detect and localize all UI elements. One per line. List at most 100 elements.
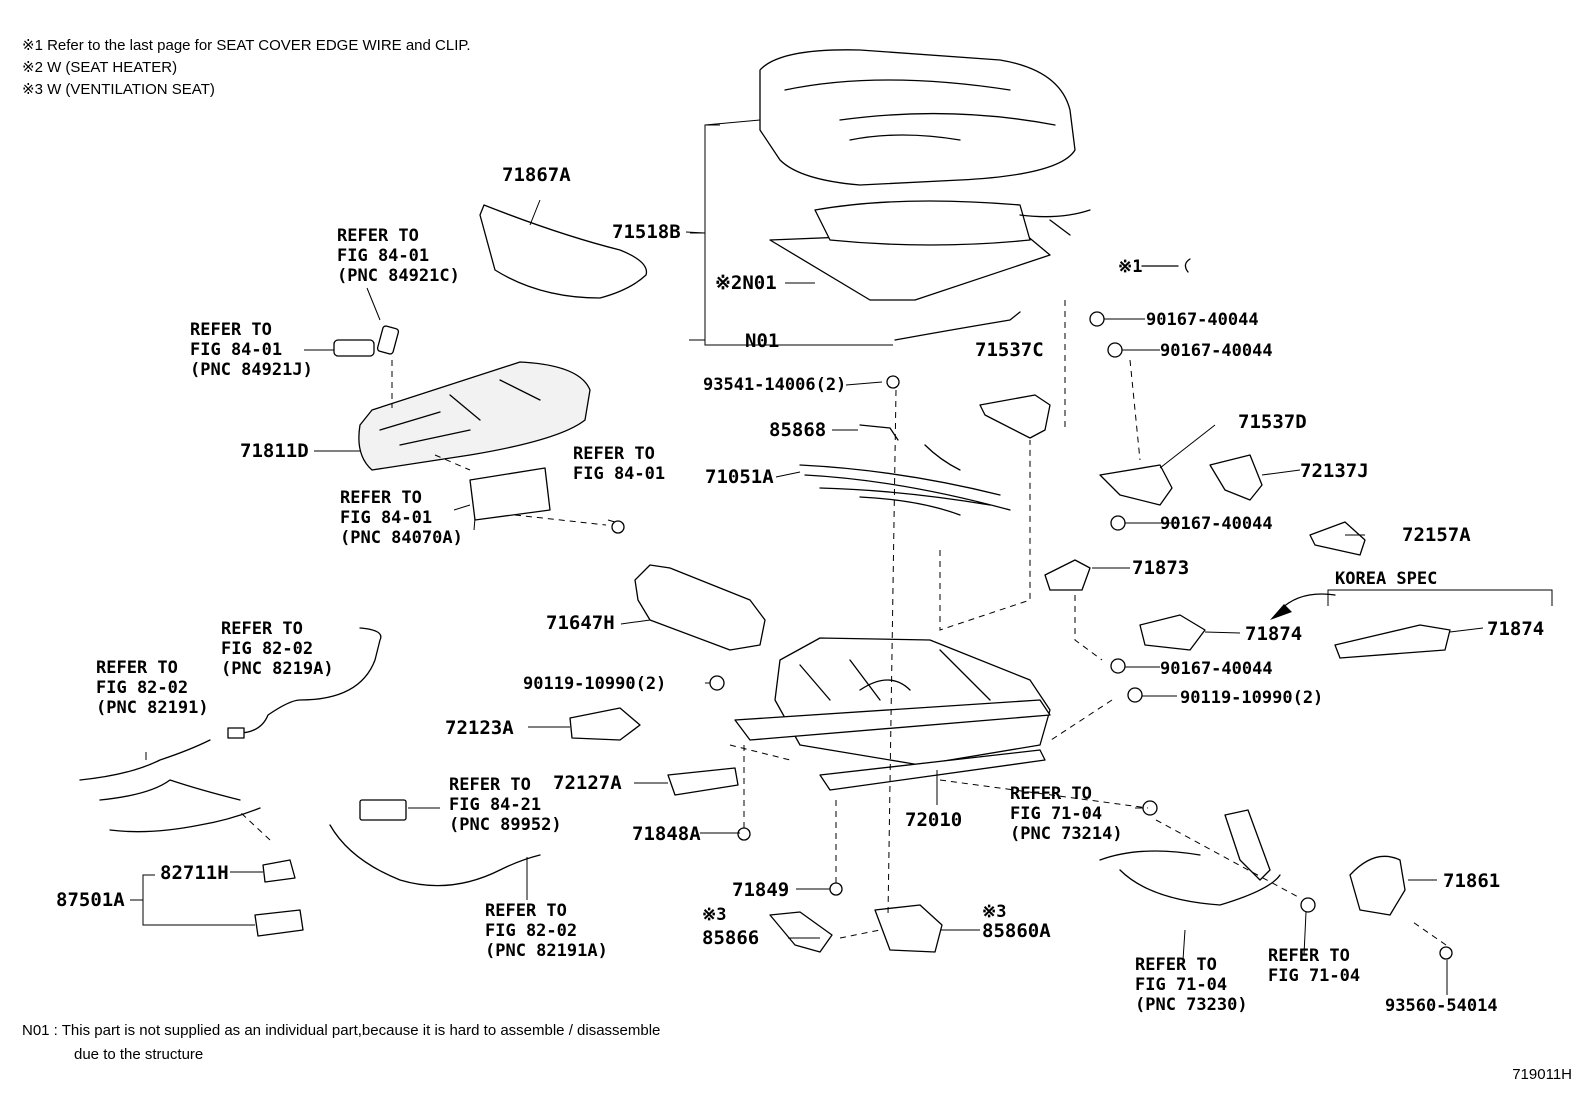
label-90119-a: 90119-10990(2)	[523, 674, 666, 694]
figure-id: 719011H	[1512, 1066, 1572, 1083]
svg-text:FIG 84-21: FIG 84-21	[449, 795, 541, 815]
seatbelt-wire-73230[interactable]	[1099, 809, 1281, 906]
svg-text:(PNC 84070A): (PNC 84070A)	[340, 528, 463, 548]
switch-knob-84921c[interactable]	[376, 325, 400, 355]
wire-harness-8219a[interactable]	[227, 627, 382, 739]
nut-73214[interactable]	[1142, 800, 1158, 816]
bracket-71873[interactable]	[1044, 559, 1091, 591]
nut-71-04[interactable]	[1300, 897, 1316, 913]
svg-text:(PNC 84921J): (PNC 84921J)	[190, 360, 313, 380]
svg-text:FIG 71-04: FIG 71-04	[1135, 975, 1227, 995]
label-85860a: 85860A	[982, 920, 1051, 942]
label-90167-d: 90167-40044	[1160, 659, 1273, 679]
refer-71-04[interactable]: REFER TO FIG 71-04	[1268, 946, 1360, 986]
seat-heater-pad[interactable]	[769, 200, 1091, 301]
svg-text:REFER TO: REFER TO	[1135, 955, 1217, 975]
bolt-90119-a[interactable]	[709, 675, 725, 691]
refer-82191a[interactable]: REFER TO FIG 82-02 (PNC 82191A)	[485, 901, 608, 961]
fan-85860A[interactable]	[874, 904, 943, 953]
label-71867a: 71867A	[502, 164, 571, 186]
refer-82191[interactable]: REFER TO FIG 82-02 (PNC 82191)	[96, 658, 209, 718]
label-71051a: 71051A	[705, 466, 774, 488]
label-n01: N01	[745, 330, 779, 352]
label-85866: 85866	[702, 927, 759, 949]
svg-text:(PNC 8219A): (PNC 8219A)	[221, 659, 334, 679]
cushion-pad-71647h[interactable]	[634, 564, 766, 651]
svg-text:FIG 84-01: FIG 84-01	[337, 246, 429, 266]
side-shield-71811d[interactable]	[358, 361, 591, 471]
bracket-71537d[interactable]	[1099, 464, 1173, 506]
bolt-93541[interactable]	[886, 375, 900, 389]
label-85868: 85868	[769, 419, 826, 441]
label-mark1: ※1	[1118, 257, 1142, 277]
label-71537c: 71537C	[975, 339, 1044, 361]
bolt-90167-c[interactable]	[1110, 515, 1126, 531]
connector-82711h[interactable]	[262, 859, 296, 883]
label-87501a: 87501A	[56, 889, 125, 911]
module-87501a[interactable]	[254, 909, 304, 937]
refer-84921j[interactable]: REFER TO FIG 84-01 (PNC 84921J)	[190, 320, 313, 380]
svg-text:(PNC 73230): (PNC 73230)	[1135, 995, 1248, 1015]
label-71848a: 71848A	[632, 823, 701, 845]
power-seat-switch-84070a[interactable]	[469, 467, 551, 521]
label-72127a: 72127A	[553, 772, 622, 794]
refer-8219a[interactable]: REFER TO FIG 82-02 (PNC 8219A)	[221, 619, 334, 679]
label-90167-a: 90167-40044	[1146, 310, 1259, 330]
refer-89952[interactable]: REFER TO FIG 84-21 (PNC 89952)	[449, 775, 562, 835]
svg-text:REFER TO: REFER TO	[485, 901, 567, 921]
wire-harness-82191[interactable]	[79, 739, 261, 833]
svg-text:REFER TO: REFER TO	[221, 619, 303, 639]
cover-72127a[interactable]	[667, 767, 739, 796]
label-n01-heater: ※2N01	[715, 272, 777, 294]
wire-harness-82191a[interactable]	[329, 824, 541, 887]
refer-73230[interactable]: REFER TO FIG 71-04 (PNC 73230)	[1135, 955, 1248, 1015]
clip-71848a[interactable]	[737, 827, 751, 841]
bracket-85868[interactable]	[859, 424, 899, 441]
refer-84921c[interactable]: REFER TO FIG 84-01 (PNC 84921C)	[337, 226, 460, 286]
svg-text:REFER TO: REFER TO	[337, 226, 419, 246]
label-71874-korea: 71874	[1487, 618, 1544, 640]
note-ventilation-seat: ※3 W (VENTILATION SEAT)	[22, 81, 215, 98]
switch-84921j[interactable]	[333, 339, 375, 357]
seat-frame-72010[interactable]	[734, 637, 1051, 791]
seat-spring-71051a[interactable]	[799, 444, 1011, 516]
svg-text:REFER TO: REFER TO	[340, 488, 422, 508]
svg-text:FIG 84-01: FIG 84-01	[190, 340, 282, 360]
label-71518b: 71518B	[612, 221, 681, 243]
bolt-90167-d[interactable]	[1110, 658, 1126, 674]
refer-84-01-bolt[interactable]: REFER TO FIG 84-01	[573, 444, 665, 484]
seat-sensor-strip[interactable]	[894, 311, 1021, 341]
bracket-71537c[interactable]	[979, 394, 1051, 439]
clip-71849[interactable]	[829, 882, 843, 896]
cover-71874-korea[interactable]	[1334, 624, 1451, 659]
svg-text:(PNC 82191A): (PNC 82191A)	[485, 941, 608, 961]
cover-72137j[interactable]	[1209, 454, 1263, 501]
bolt-90167-a[interactable]	[1089, 311, 1105, 327]
bolt-90167-b[interactable]	[1107, 342, 1123, 358]
sensor-89952[interactable]	[359, 799, 407, 821]
label-72010: 72010	[905, 809, 962, 831]
screw-93560[interactable]	[1439, 946, 1453, 960]
svg-text:REFER TO: REFER TO	[190, 320, 272, 340]
refer-84070a[interactable]: REFER TO FIG 84-01 (PNC 84070A)	[340, 488, 463, 548]
cover-71874[interactable]	[1139, 614, 1206, 651]
label-85860a-mark: ※3	[982, 902, 1006, 922]
svg-text:REFER TO: REFER TO	[1010, 784, 1092, 804]
refer-73214[interactable]: REFER TO FIG 71-04 (PNC 73214)	[1010, 784, 1123, 844]
note-n01-cont: due to the structure	[74, 1046, 204, 1063]
svg-text:(PNC 73214): (PNC 73214)	[1010, 824, 1123, 844]
side-cover-71867a[interactable]	[479, 204, 648, 299]
label-90167-c: 90167-40044	[1160, 514, 1273, 534]
screw-84-01[interactable]	[611, 520, 625, 534]
label-71849: 71849	[732, 879, 789, 901]
cover-72123a[interactable]	[569, 707, 641, 741]
cover-71861[interactable]	[1349, 855, 1406, 916]
cover-72157a[interactable]	[1309, 521, 1366, 556]
note-n01: N01 : This part is not supplied as an in…	[22, 1022, 661, 1039]
label-90119-b: 90119-10990(2)	[1180, 688, 1323, 708]
label-71861: 71861	[1443, 870, 1500, 892]
bolt-90119-b[interactable]	[1127, 687, 1143, 703]
seat-cushion-cover[interactable]	[759, 49, 1076, 186]
fan-cover-85866[interactable]	[769, 911, 833, 953]
label-71537d: 71537D	[1238, 411, 1307, 433]
